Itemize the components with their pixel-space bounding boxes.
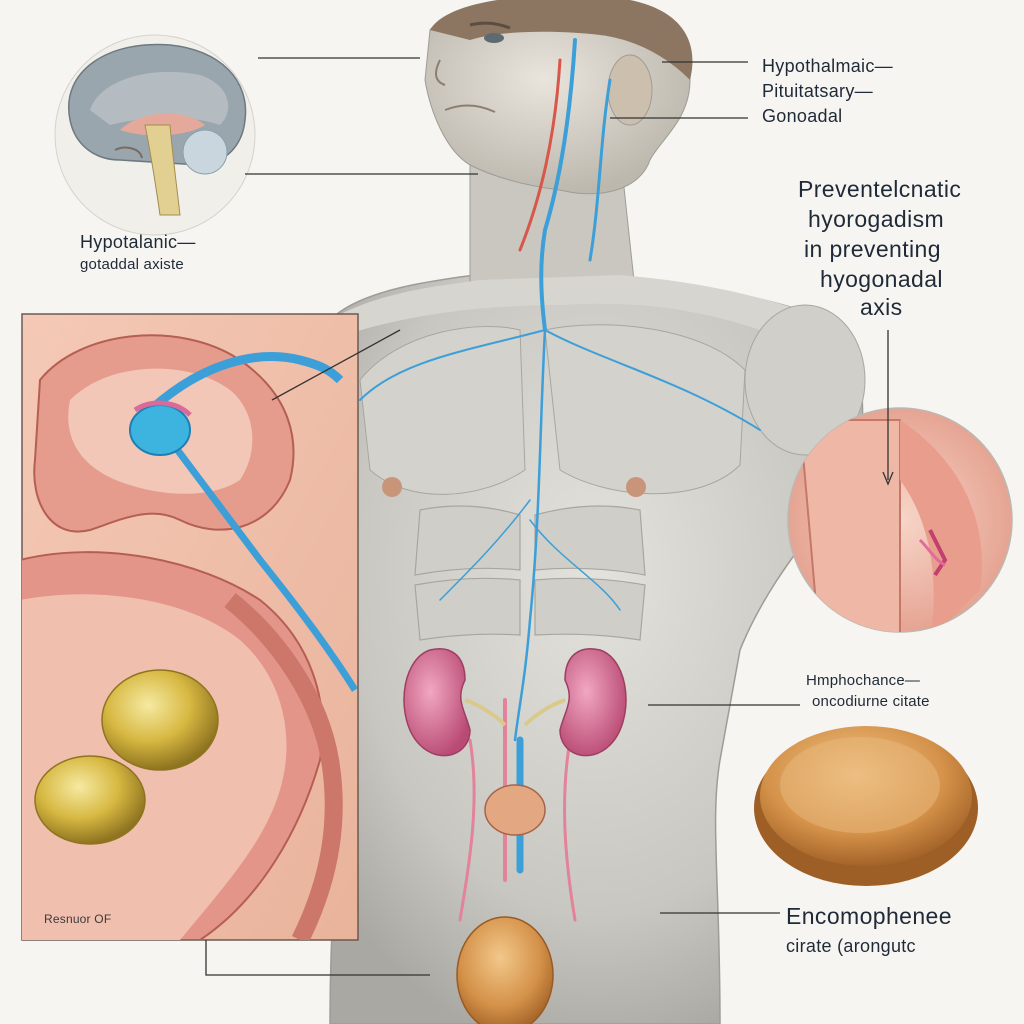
kidney-label-line-1: Hmphochance— [806, 672, 921, 689]
brain-caption-line-2: gotaddal axiste [80, 256, 184, 273]
blood-vessels [359, 38, 761, 922]
tablet-icon [754, 726, 978, 886]
drug-label-line-1: Encomophenee [786, 903, 952, 929]
inset-caption: Resnuor OF [44, 912, 112, 926]
tissue-inset [21, 313, 359, 941]
male-torso [329, 149, 866, 1024]
hpg-axis-line-1: Hypothalmaic— [762, 56, 893, 76]
leader-lines [205, 57, 894, 976]
drug-label-line-2: cirate (arongutc [786, 936, 916, 956]
prevent-line-3: in preventing [804, 236, 941, 262]
prevent-line-4: hyogonadal [820, 266, 943, 292]
brain-icon [54, 34, 256, 236]
testis-icon [456, 916, 554, 1024]
hpg-axis-line-3: Gonoadal [762, 106, 843, 126]
kidney-icon [403, 648, 627, 757]
prevent-line-1: Preventelcnatic [798, 176, 962, 202]
tissue-closeup [787, 407, 1013, 633]
brain-caption-line-1: Hypotalanic— [80, 232, 196, 252]
pituitary-icon [144, 124, 181, 216]
hpg-axis-line-2: Pituitatsary— [762, 81, 873, 101]
gland-disc [484, 784, 546, 836]
kidney-label-line-2: oncodiurne citate [812, 693, 930, 710]
prevent-line-2: hyorogadism [808, 206, 945, 232]
prevent-line-5: axis [860, 294, 903, 320]
